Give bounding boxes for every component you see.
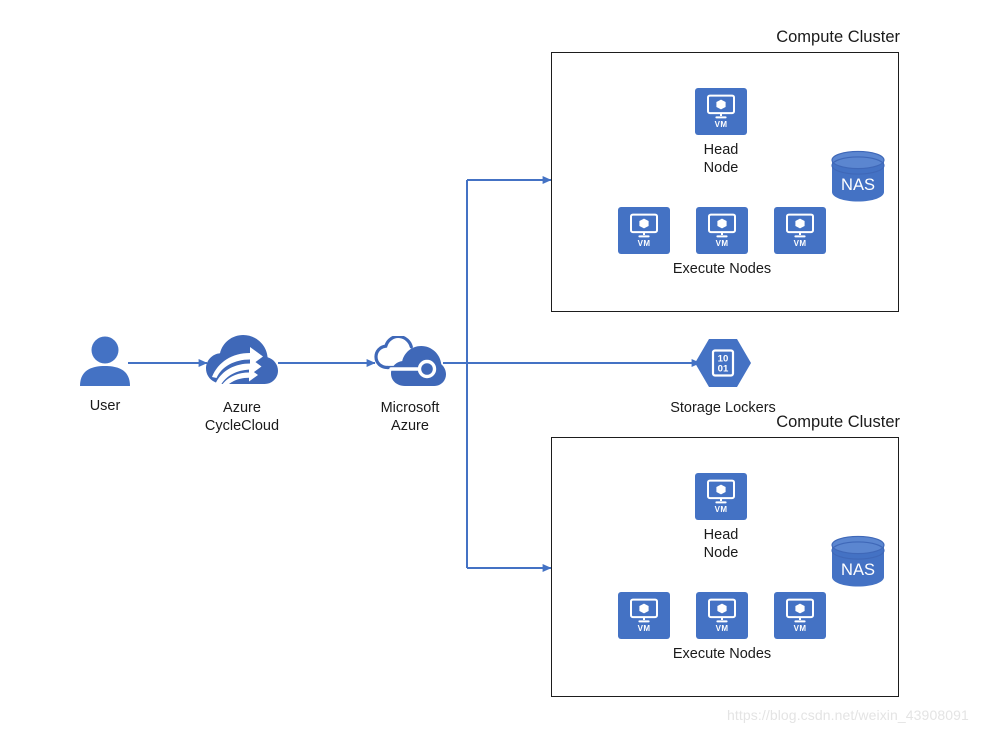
vm-tag-label: VM — [637, 239, 651, 248]
vm-icon: VM — [695, 473, 747, 520]
cluster-top-execute-nodes-label: Execute Nodes — [672, 261, 772, 277]
vm-tag-label: VM — [714, 505, 728, 514]
cluster-top-nas[interactable]: NAS — [831, 150, 885, 208]
vm-icon: VM — [695, 88, 747, 135]
watermark-text: https://blog.csdn.net/weixin_43908091 — [727, 707, 969, 723]
vm-icon[interactable]: VM — [696, 207, 748, 254]
vm-tag-label: VM — [715, 624, 729, 633]
cluster-bottom-title: Compute Cluster — [776, 413, 900, 431]
node-storage-lockers-label: Storage Lockers — [670, 400, 776, 416]
nas-label: NAS — [841, 561, 875, 579]
node-microsoft-azure-label: Microsoft Azure — [380, 400, 440, 434]
cluster-top-head-node-label: Head Node — [703, 142, 739, 176]
vm-icon[interactable]: VM — [618, 207, 670, 254]
svg-text:10: 10 — [718, 354, 729, 365]
cluster-bottom-head-node-label: Head Node — [703, 527, 739, 561]
vm-tag-label: VM — [793, 239, 807, 248]
vm-tag-label: VM — [714, 120, 728, 129]
node-user[interactable]: User — [74, 336, 136, 416]
cluster-top-box — [551, 52, 899, 312]
vm-icon[interactable]: VM — [774, 207, 826, 254]
cluster-top-execute-nodes[interactable]: VM VM VM Execute — [614, 207, 830, 279]
cluster-top-title: Compute Cluster — [776, 28, 900, 46]
vm-tag-label: VM — [715, 239, 729, 248]
cluster-top-head-node[interactable]: VM Head Node — [695, 88, 747, 177]
node-azure-cyclecloud[interactable]: Azure CycleCloud — [205, 332, 279, 435]
vm-icon[interactable]: VM — [618, 592, 670, 639]
vm-icon[interactable]: VM — [774, 592, 826, 639]
cluster-bottom-execute-node-icons: VM VM VM — [618, 592, 826, 639]
vm-tag-label: VM — [793, 624, 807, 633]
node-microsoft-azure[interactable]: Microsoft Azure — [373, 334, 447, 435]
microsoft-azure-icon — [374, 334, 446, 393]
node-user-label: User — [89, 398, 121, 414]
cluster-top-execute-node-icons: VM VM VM — [618, 207, 826, 254]
cluster-bottom-box — [551, 437, 899, 697]
node-storage-lockers[interactable]: 10 01 Storage Lockers — [666, 338, 780, 418]
azure-cyclecloud-icon — [206, 332, 278, 393]
cluster-bottom-execute-nodes-label: Execute Nodes — [672, 646, 772, 662]
cluster-bottom-head-node[interactable]: VM Head Node — [695, 473, 747, 562]
vm-tag-label: VM — [637, 624, 651, 633]
node-azure-cyclecloud-label: Azure CycleCloud — [204, 400, 280, 434]
nas-label: NAS — [841, 176, 875, 194]
cluster-bottom-execute-nodes[interactable]: VM VM VM Execute — [614, 592, 830, 664]
cluster-bottom-nas[interactable]: NAS — [831, 535, 885, 593]
vm-icon[interactable]: VM — [696, 592, 748, 639]
svg-text:01: 01 — [718, 363, 729, 374]
storage-locker-icon: 10 01 — [695, 338, 751, 393]
user-icon — [76, 336, 134, 391]
